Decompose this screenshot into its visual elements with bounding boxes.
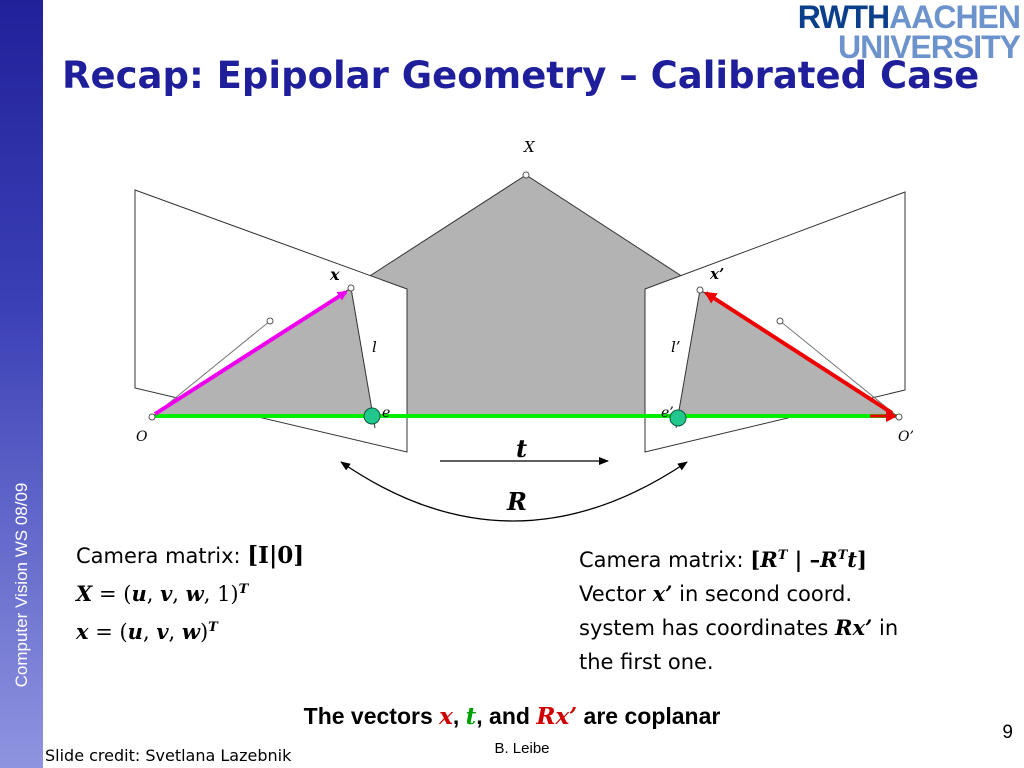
- slide-title: Recap: Epipolar Geometry – Calibrated Ca…: [62, 54, 980, 97]
- left-ray-point: [266, 317, 274, 325]
- left-ray: [152, 320, 271, 417]
- left-world-point-line: X = (u, v, w, 1)T: [76, 581, 249, 606]
- epipole-e-prime: [669, 409, 687, 427]
- point-x-prime: [696, 286, 704, 294]
- right-coords-line: system has coordinates Rx’ in: [579, 615, 899, 640]
- label-x-prime: x’: [709, 265, 724, 283]
- camera-center-O: [148, 413, 156, 421]
- right-vector-arrow: [704, 291, 894, 415]
- label-O-prime: O’: [898, 429, 914, 445]
- label-O: O: [136, 429, 148, 445]
- right-ray-point: [776, 317, 784, 325]
- camera-center-O-prime: [895, 413, 903, 421]
- right-camera-block: Camera matrix: [RT | –RTt] Vector x’ in …: [579, 539, 999, 679]
- slide-number: 9: [1002, 722, 1013, 743]
- author: B. Leibe: [494, 740, 550, 757]
- epipole-e: [363, 407, 381, 425]
- point-x: [347, 284, 355, 292]
- label-x: x: [329, 265, 340, 284]
- right-camera-matrix-line: Camera matrix: [RT | –RTt]: [579, 547, 867, 572]
- rotation-arc: [340, 461, 688, 522]
- left-image-point-line: x = (u, v, w)T: [76, 619, 218, 644]
- sidebar: Computer Vision WS 08/09: [0, 0, 43, 768]
- label-t: t: [516, 434, 527, 463]
- label-X: X: [523, 138, 536, 156]
- left-camera-matrix-line: Camera matrix: [I|0]: [76, 542, 305, 569]
- label-l-prime: l’: [671, 338, 681, 356]
- left-camera-block: Camera matrix: [I|0] X = (u, v, w, 1)T x…: [76, 539, 496, 649]
- right-ray: [779, 320, 898, 417]
- point-X: [522, 171, 530, 179]
- slide-credit: Slide credit: Svetlana Lazebnik: [45, 746, 292, 765]
- coplanar-statement: The vectors x, t, and Rx’ are coplanar: [303, 703, 721, 730]
- left-vector-arrow: [153, 290, 348, 416]
- university-logo: RWTHAACHEN UNIVERSITY: [797, 0, 1021, 65]
- label-e: e: [382, 405, 390, 421]
- right-vector-line: Vector x’ in second coord.: [579, 581, 853, 606]
- label-l: l: [372, 338, 377, 356]
- right-first-one-line: the first one.: [579, 650, 714, 674]
- label-e-prime: e’: [661, 405, 674, 421]
- label-R: R: [506, 487, 527, 516]
